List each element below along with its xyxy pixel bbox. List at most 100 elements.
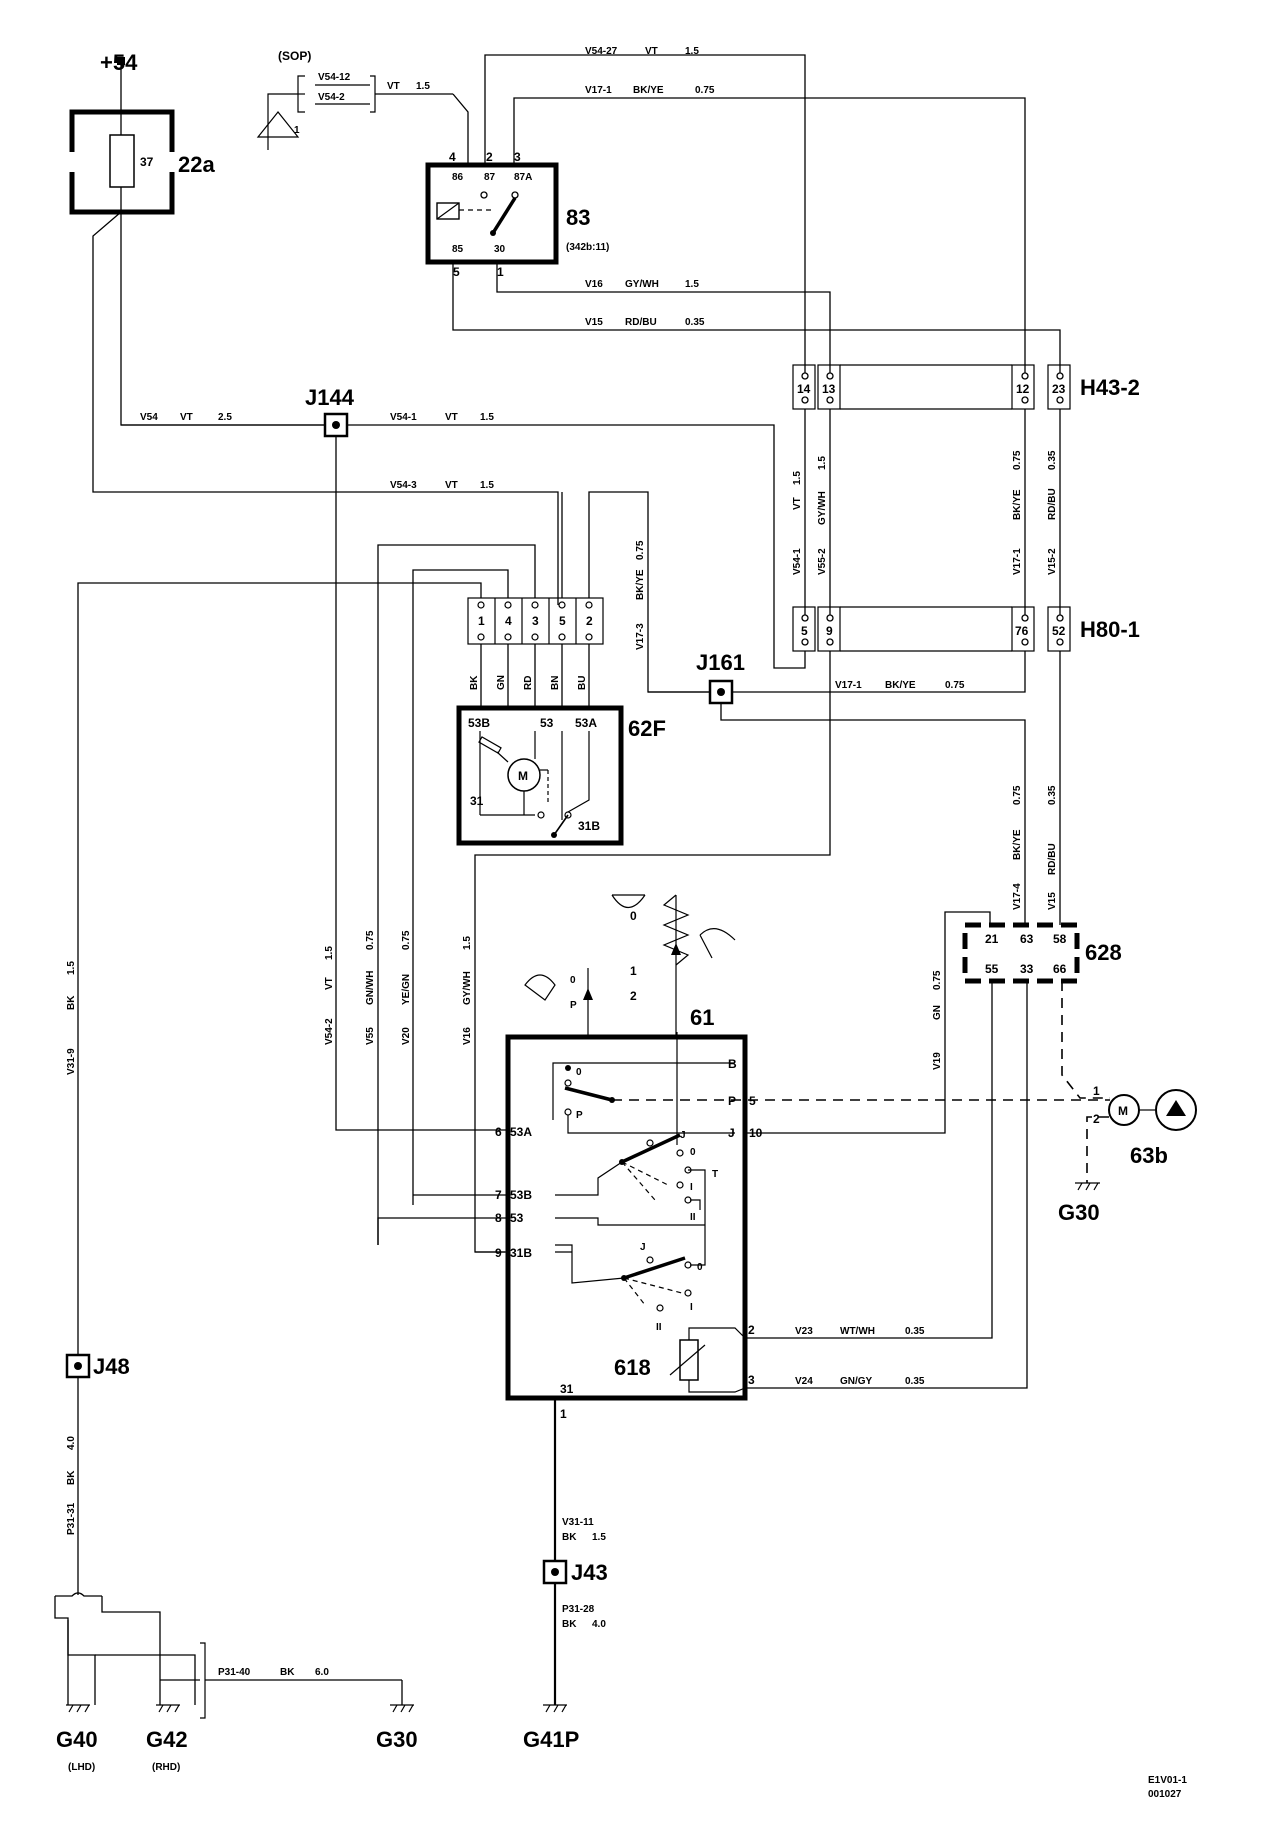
62f-color: GN <box>496 675 507 690</box>
relay-term-1: 1 <box>497 265 504 279</box>
ground-label: G41P <box>523 1727 579 1752</box>
switch-position: 0 <box>630 909 637 923</box>
h80-pin: 52 <box>1052 624 1066 638</box>
wire-size: 1.5 <box>685 279 699 290</box>
switch-pin-name: 53 <box>510 1211 524 1225</box>
switch-contact: 0 <box>690 1147 696 1158</box>
wire-id: V15 <box>585 317 603 328</box>
footer-code: E1V01-1 <box>1148 1775 1187 1786</box>
wire-size: 0.75 <box>695 85 715 96</box>
switch-pin-31: 31 <box>560 1382 574 1396</box>
wire-size: 0.75 <box>932 970 943 990</box>
wire-size: 1.5 <box>792 471 803 485</box>
wire-size: 0.75 <box>1012 450 1023 470</box>
motor-symbol: M <box>1118 1104 1128 1118</box>
ground-g30-left: G30 <box>376 1704 418 1752</box>
wire-size: 0.75 <box>1012 785 1023 805</box>
pump-pin: 2 <box>1093 1112 1100 1126</box>
fuse-value: 37 <box>140 155 154 169</box>
ground-label: G30 <box>376 1727 418 1752</box>
relay-pin-30: 30 <box>494 244 506 255</box>
switch-contact: 0 <box>576 1067 582 1078</box>
relay-term-5: 5 <box>453 265 460 279</box>
connector-h80-1: 5 9 76 52 H80-1 <box>792 606 1140 652</box>
h43-pin: 14 <box>797 382 811 396</box>
wire-size: 0.35 <box>685 317 705 328</box>
switch-contact: I <box>690 1182 693 1193</box>
junction-j144: J144 <box>305 385 355 438</box>
pump-module-label: 628 <box>1085 940 1122 965</box>
wire-size: 1.5 <box>480 412 494 423</box>
wire-color: GN/GY <box>840 1376 873 1387</box>
wire-color: GN/WH <box>365 971 376 1005</box>
wire-color: GY/WH <box>462 971 473 1005</box>
wire-id: V19 <box>932 1052 943 1070</box>
ground-g30-right: G30 <box>1058 1182 1100 1225</box>
wire-size: 0.35 <box>905 1376 925 1387</box>
relay-83: 4 2 3 86 87 87A 85 30 83 (342b:11) 5 1 <box>425 150 609 279</box>
switch-pin-num: 9 <box>495 1246 502 1260</box>
vertical-wire-labels-left: V31-9 BK 1.5 P31-31 BK 4.0 <box>66 961 77 1535</box>
wire-size: 1.5 <box>685 46 699 57</box>
wire-id: V54-1 <box>792 548 803 575</box>
switch-pin-name: B <box>728 1057 737 1071</box>
h80-pin: 9 <box>826 624 833 638</box>
pump-module-628: 628 21 63 58 55 33 66 <box>962 922 1122 984</box>
62f-term: 53 <box>540 716 554 730</box>
ground-note: (LHD) <box>68 1762 95 1773</box>
wire-id: V54-1 <box>390 412 417 423</box>
wire-color: YE/GN <box>401 974 412 1005</box>
h80-label: H80-1 <box>1080 617 1140 642</box>
wire-id: V55 <box>365 1027 376 1045</box>
sop-label: (SOP) <box>278 49 311 63</box>
ground-note: (RHD) <box>152 1762 180 1773</box>
switch-position: 2 <box>630 989 637 1003</box>
wire-id: V54-2 <box>324 1018 335 1045</box>
wire-color: GY/WH <box>817 491 828 525</box>
relay-label: 83 <box>566 205 590 230</box>
fuse-box-label: 22a <box>178 152 215 177</box>
sop-note: 1 <box>294 125 300 136</box>
ground-label: G30 <box>1058 1200 1100 1225</box>
ground-g41p: G41P <box>523 1704 579 1752</box>
628-pin: 33 <box>1020 962 1034 976</box>
sop-wire-1: V54-12 <box>318 72 351 83</box>
628-pin: 63 <box>1020 932 1034 946</box>
wire-size: 1.5 <box>480 480 494 491</box>
wire-size: 0.35 <box>1047 785 1058 805</box>
wire-size: 4.0 <box>592 1619 606 1630</box>
switch-contact: T <box>712 1169 718 1180</box>
wire-id: V16 <box>462 1027 473 1045</box>
switch-contact: P <box>576 1110 583 1121</box>
wire-size: 4.0 <box>66 1436 77 1450</box>
h80-pin: 76 <box>1015 624 1029 638</box>
wire-color: BK/YE <box>635 569 646 600</box>
wire-color: VT <box>645 46 658 57</box>
relay-pin-87: 87 <box>484 172 496 183</box>
vertical-wire-labels-switch: V54-2 VT 1.5 V55 GN/WH 0.75 V20 YE/GN 0.… <box>324 930 943 1070</box>
supply-label: +54 <box>100 50 138 75</box>
fuse-box-22a: 37 22a <box>69 109 215 215</box>
junction-label: J144 <box>305 385 355 410</box>
wire-size: 6.0 <box>315 1667 329 1678</box>
switch-contact: I <box>690 1302 693 1313</box>
warning-triangle-icon <box>256 111 300 138</box>
wire-color: BK <box>66 1470 77 1485</box>
wire-color: BK <box>280 1667 295 1678</box>
62f-pin: 5 <box>559 614 566 628</box>
wire-color: VT <box>387 81 400 92</box>
62f-term: 53A <box>575 716 597 730</box>
628-pin: 21 <box>985 932 999 946</box>
relay-ref: (342b:11) <box>566 242 609 253</box>
relay-term-4: 4 <box>449 150 456 164</box>
sop-wire-2: V54-2 <box>318 92 345 103</box>
switch-contact: 0 <box>570 975 576 986</box>
pump-motor-label: 63b <box>1130 1143 1168 1168</box>
wire-id: V15-2 <box>1047 548 1058 575</box>
switch-contact: J <box>680 1130 686 1141</box>
62f-color: RD <box>523 676 534 690</box>
pump-motor-63b: M 63b 1 2 <box>1093 1084 1197 1168</box>
wire-color: BK/YE <box>633 85 664 96</box>
wire-color: VT <box>445 412 458 423</box>
